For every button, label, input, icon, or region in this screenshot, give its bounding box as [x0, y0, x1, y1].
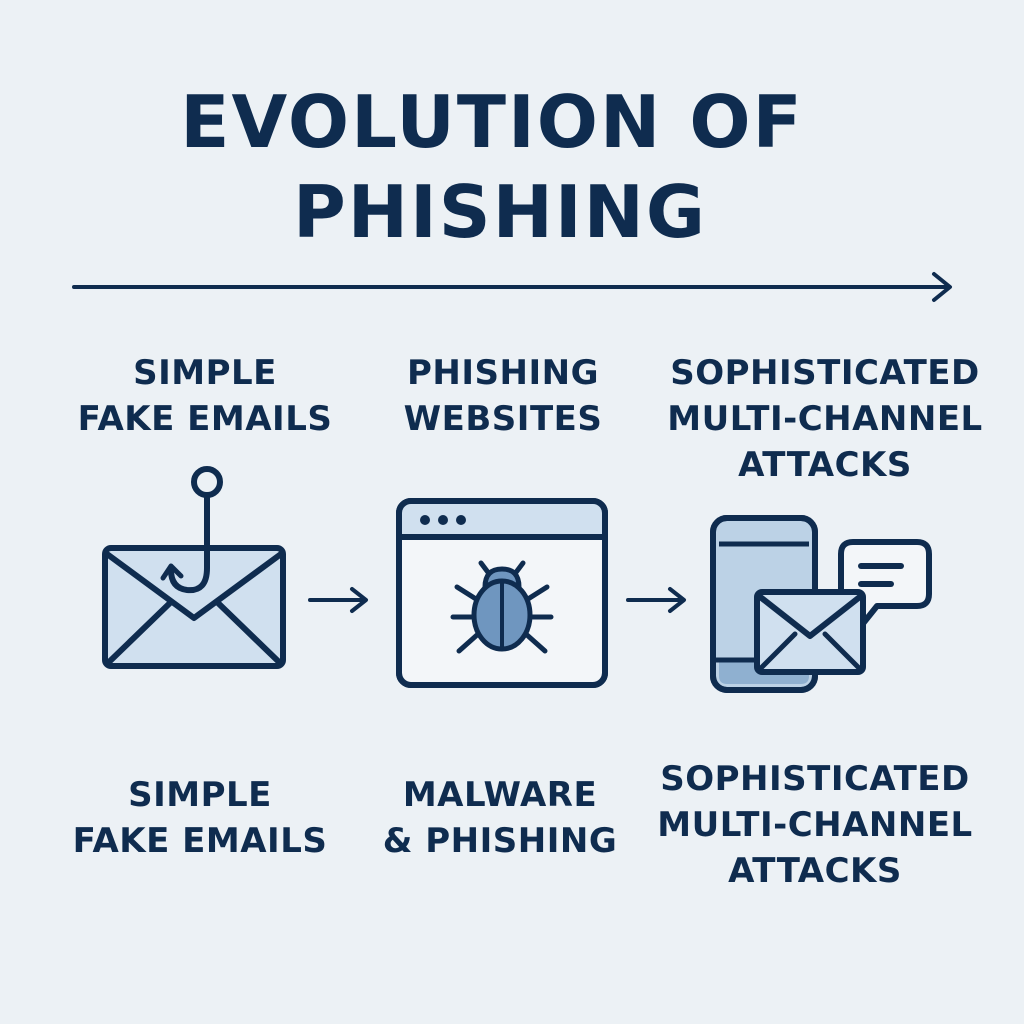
- stage-1-bottom-label-line-2: FAKE EMAILS: [72, 821, 328, 861]
- stage-1-top-label: SIMPLE FAKE EMAILS: [40, 350, 370, 442]
- stage-3-bottom-label: SOPHISTICATED MULTI-CHANNEL ATTACKS: [650, 756, 980, 894]
- step-arrow-2: [626, 587, 686, 613]
- stage-3-bottom-label-line-3: ATTACKS: [728, 851, 902, 891]
- stage-1-top-label-line-1: SIMPLE: [133, 353, 277, 393]
- stage-2-top-label-line-1: PHISHING: [407, 353, 599, 393]
- bug-icon: [450, 560, 554, 654]
- stage-2-bottom-label: MALWARE & PHISHING: [345, 772, 655, 864]
- stage-3-top-label-line-1: SOPHISTICATED: [670, 353, 980, 393]
- title-line-2: PHISHING: [292, 170, 708, 254]
- stage-2-bottom-label-line-2: & PHISHING: [382, 821, 618, 861]
- stage-1-bottom-label: SIMPLE FAKE EMAILS: [35, 772, 365, 864]
- step-arrow-1: [308, 587, 368, 613]
- stage-2-top-label-line-2: WEBSITES: [403, 399, 603, 439]
- stage-3-bottom-label-line-2: MULTI-CHANNEL: [657, 805, 973, 845]
- stage-3-top-label-line-2: MULTI-CHANNEL: [667, 399, 983, 439]
- stage-1-top-label-line-2: FAKE EMAILS: [77, 399, 333, 439]
- stage-3-top-label-line-3: ATTACKS: [738, 445, 912, 485]
- stage-1-bottom-label-line-1: SIMPLE: [128, 775, 272, 815]
- title-line-1: EVOLUTION OF: [180, 80, 804, 164]
- browser-bug-icon: [396, 498, 608, 688]
- stage-3-bottom-label-line-1: SOPHISTICATED: [660, 759, 970, 799]
- stage-2-top-label: PHISHING WEBSITES: [348, 350, 658, 442]
- envelope-hook-icon: [102, 466, 286, 669]
- envelope-icon: [754, 589, 866, 675]
- stage-3-top-label: SOPHISTICATED MULTI-CHANNEL ATTACKS: [660, 350, 990, 488]
- phone-email-chat-icon: [710, 515, 932, 693]
- stage-2-bottom-label-line-1: MALWARE: [402, 775, 598, 815]
- timeline-arrow: [72, 272, 952, 302]
